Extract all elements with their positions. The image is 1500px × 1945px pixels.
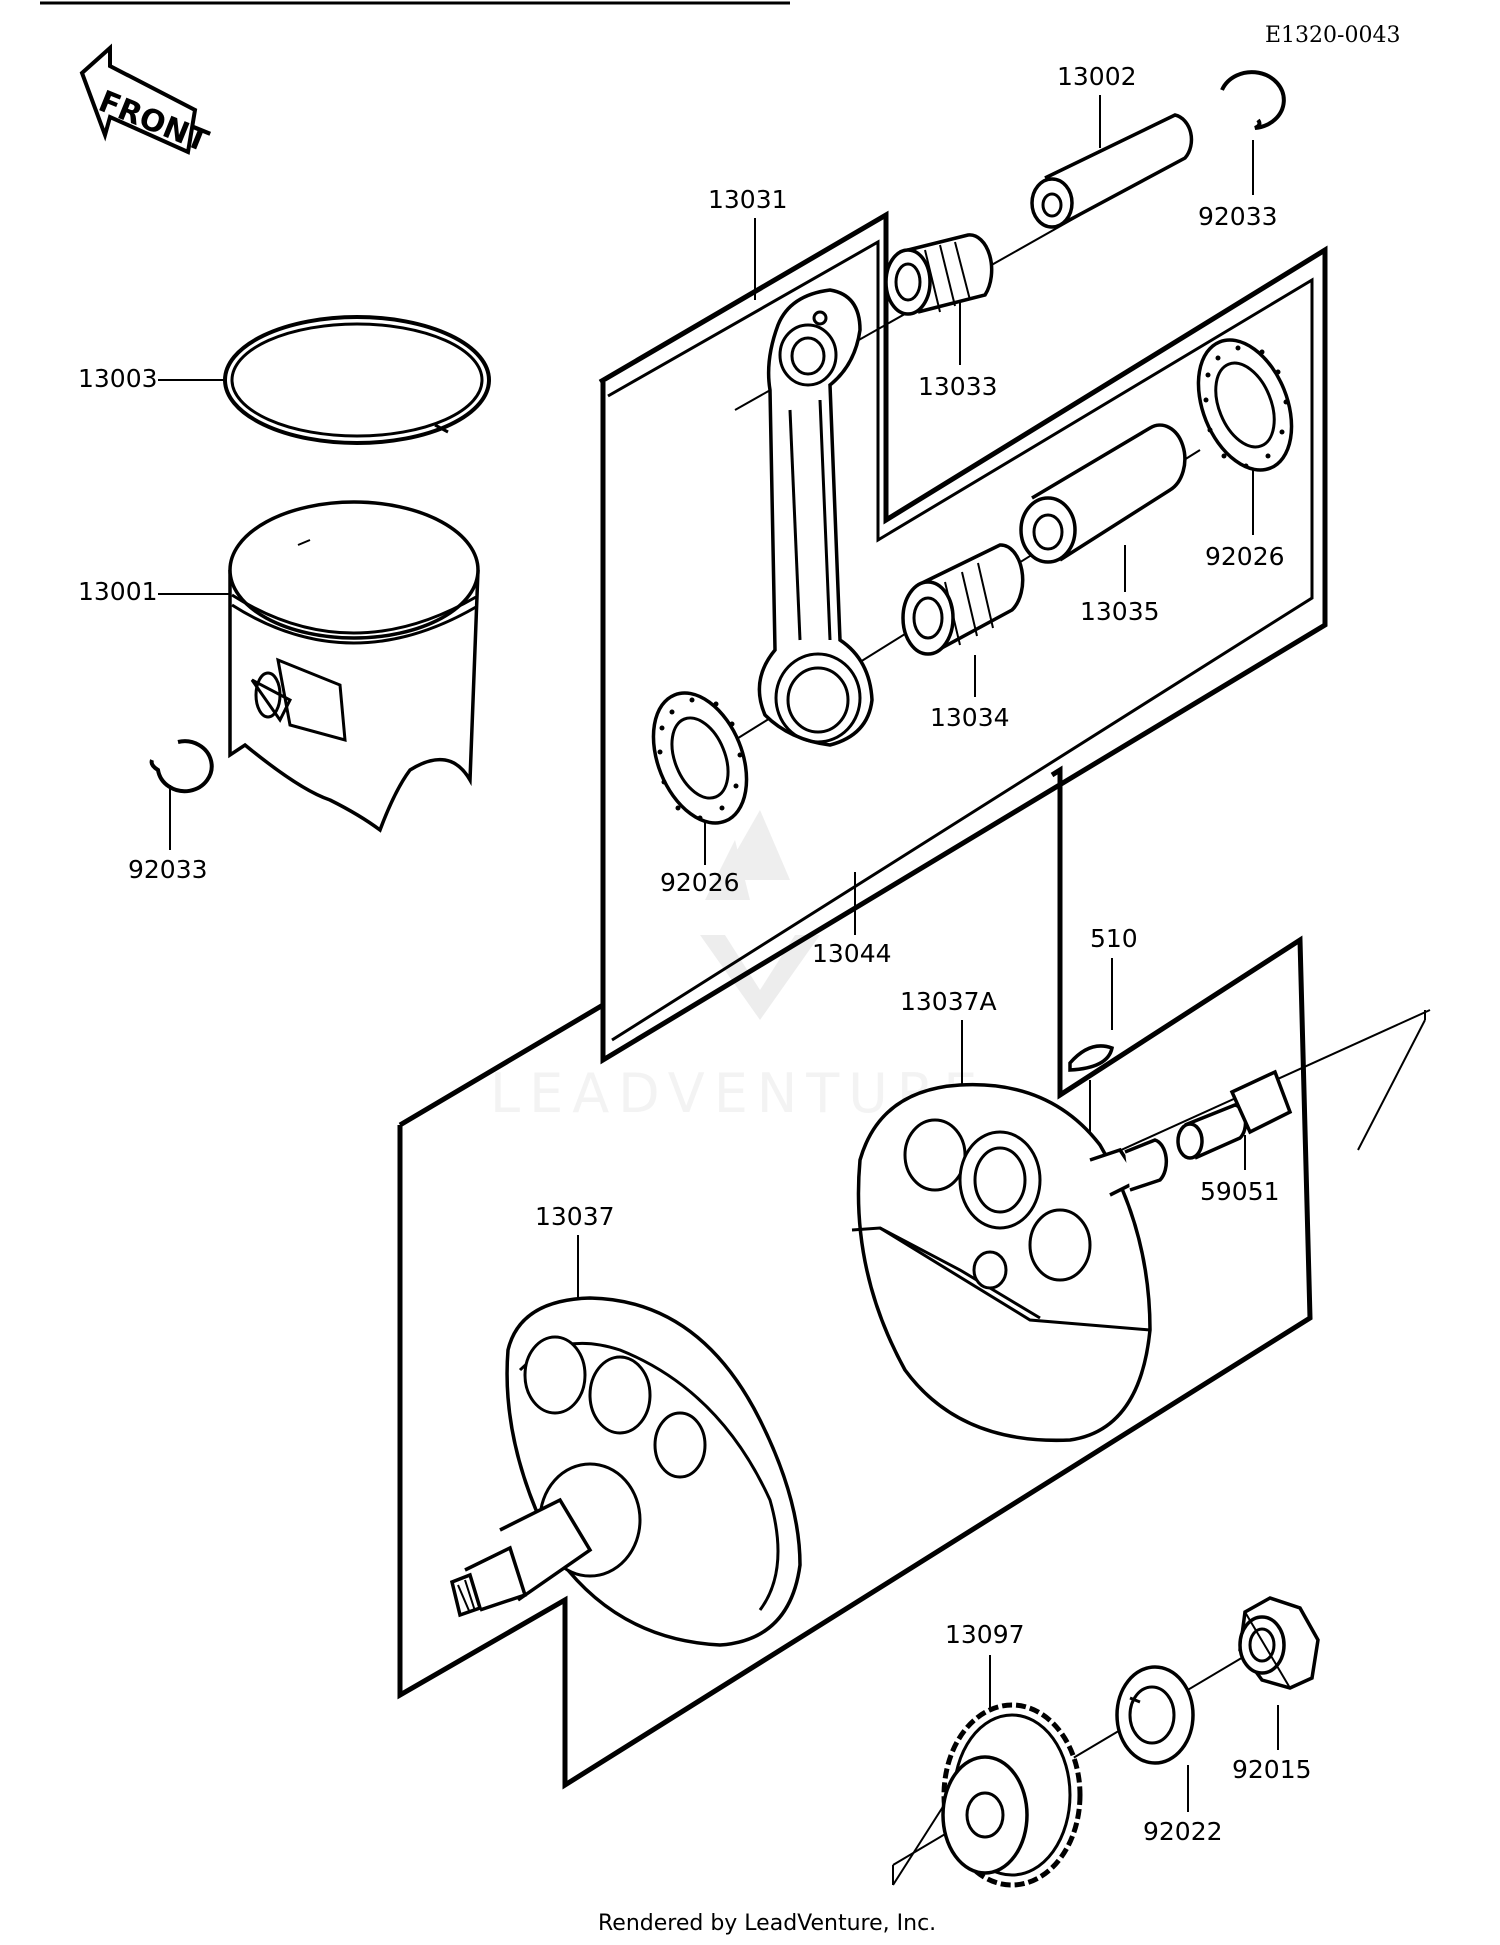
flywheel-left	[449, 1296, 802, 1647]
label-92015: 92015	[1232, 1755, 1312, 1784]
label-13003: 13003	[78, 364, 158, 393]
gear	[941, 1702, 1083, 1888]
piston-pin	[1030, 113, 1194, 229]
nut	[1238, 1596, 1320, 1690]
label-92022: 92022	[1143, 1817, 1223, 1846]
thrust-washer-right	[1196, 338, 1294, 472]
label-13035: 13035	[1080, 597, 1160, 626]
circlip-top	[1220, 70, 1286, 130]
thrust-washer-left	[651, 691, 749, 825]
crank-frame	[397, 765, 1313, 1790]
woodruff-key	[1068, 1044, 1115, 1072]
lock-washer	[1115, 1665, 1195, 1765]
label-92033-left: 92033	[128, 855, 208, 884]
label-13037A: 13037A	[900, 987, 997, 1016]
label-13002: 13002	[1057, 62, 1137, 91]
label-92033-top: 92033	[1198, 202, 1278, 231]
flywheel-right	[851, 1082, 1169, 1443]
label-13037: 13037	[535, 1202, 615, 1231]
small-end-bearing	[884, 233, 994, 316]
label-13097: 13097	[945, 1620, 1025, 1649]
group-frame-inner	[607, 239, 1314, 1042]
front-arrow: FRONT	[79, 43, 214, 160]
label-13044: 13044	[812, 939, 892, 968]
watermark: LEADVENTURE	[490, 810, 977, 1125]
label-13034: 13034	[930, 703, 1010, 732]
crank-pin	[1019, 423, 1187, 564]
doc-code: E1320-0043	[1265, 23, 1400, 48]
piston	[228, 500, 480, 833]
label-59051: 59051	[1200, 1177, 1280, 1206]
connecting-rod	[757, 288, 874, 747]
piston-ring	[223, 315, 491, 445]
label-510: 510	[1090, 924, 1138, 953]
footer-credit: Rendered by LeadVenture, Inc.	[598, 1911, 936, 1936]
label-13031: 13031	[708, 185, 788, 214]
crank-pin-gear	[1176, 1069, 1293, 1160]
label-13001: 13001	[78, 577, 158, 606]
label-13033: 13033	[918, 372, 998, 401]
big-end-bearing	[901, 543, 1025, 656]
label-92026-right: 92026	[1205, 542, 1285, 571]
circlip-left	[149, 739, 214, 794]
label-92026-left: 92026	[660, 868, 740, 897]
crank-frame-top	[398, 1000, 606, 1128]
